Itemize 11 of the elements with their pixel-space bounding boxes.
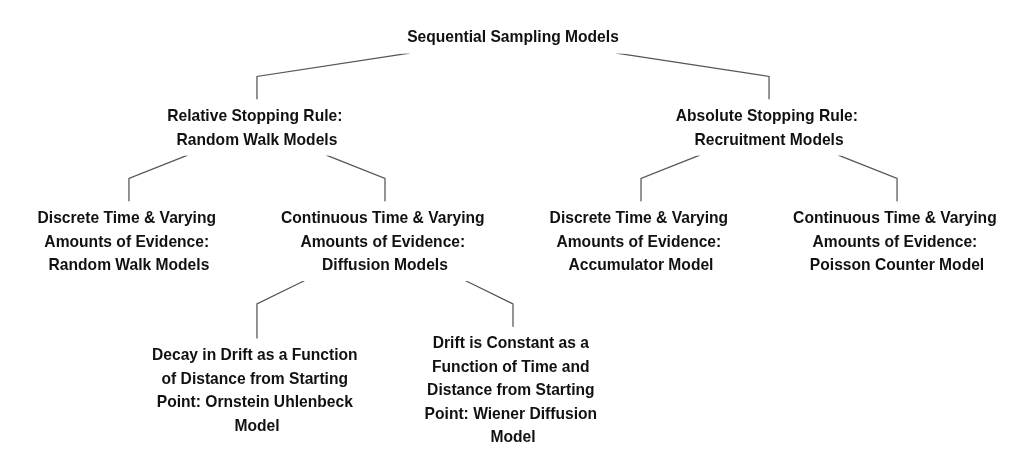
node-text: Continuous Time & Varying Amounts of Evidence: Poisson Counter Model (793, 208, 997, 274)
node-text: Relative Stopping Rule: Random Walk Models (167, 106, 343, 148)
connector (256, 280, 306, 341)
node-text: Decay in Drift as a Function of Distance from Starting Point: Ornstein Uhlenbeck Model (151, 345, 358, 434)
node-text: Sequential Sampling Models (407, 28, 619, 46)
node-text: Continuous Time & Varying Amounts of Evidence: Diffusion Models (281, 208, 485, 274)
node-text: Absolute Stopping Rule: Recruitment Models (675, 106, 858, 148)
node-text: Drift is Constant as a Function of Time and Distance from Starting Point: Wiener Diffusion Model (424, 334, 598, 446)
node-text: Discrete Time & Varying Amounts of Evidence: Random Walk Models (37, 208, 216, 274)
connector (464, 280, 514, 329)
node-text: Discrete Time & Varying Amounts of Evidence: Accumulator Model (549, 208, 729, 274)
